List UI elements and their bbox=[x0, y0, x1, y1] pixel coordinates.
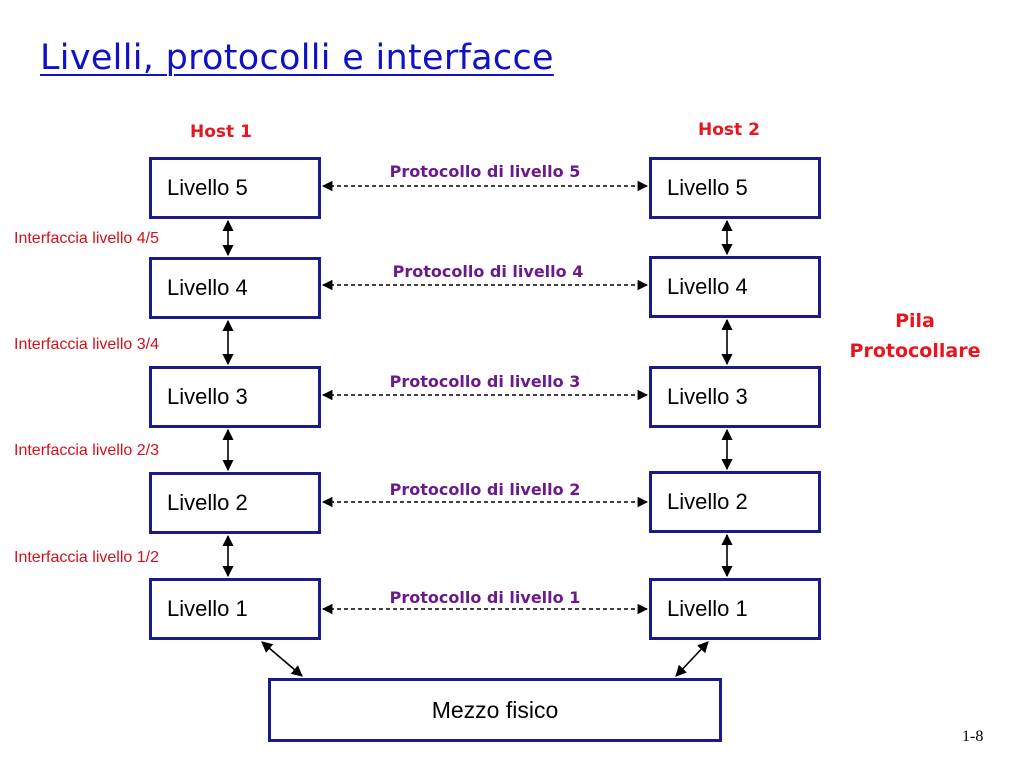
protocol-label-5: Protocollo di livello 5 bbox=[389, 162, 581, 181]
host1-medium-arrow bbox=[261, 641, 303, 677]
protocol-stack-label-line1: Pila bbox=[895, 310, 935, 332]
protocol-label-3: Protocollo di livello 3 bbox=[389, 372, 581, 391]
interface-label-1-2: Interfaccia livello 1/2 bbox=[14, 549, 159, 566]
host1-level-5-box: Livello 5 bbox=[149, 157, 321, 219]
host2-level-1-box: Livello 1 bbox=[649, 578, 821, 640]
interface-label-3-4: Interfaccia livello 3/4 bbox=[14, 336, 159, 353]
host1-level-4-box: Livello 4 bbox=[149, 257, 321, 319]
host2-level-4-box: Livello 4 bbox=[649, 256, 821, 318]
protocol-label-2: Protocollo di livello 2 bbox=[389, 480, 581, 499]
host2-level-3-box: Livello 3 bbox=[649, 366, 821, 428]
host1-level-1-box: Livello 1 bbox=[149, 578, 321, 640]
host1-level-3-box: Livello 3 bbox=[149, 366, 321, 428]
host2-level-5-box: Livello 5 bbox=[649, 157, 821, 219]
interface-label-4-5: Interfaccia livello 4/5 bbox=[14, 230, 159, 247]
host-1-label: Host 1 bbox=[190, 122, 252, 142]
slide-title: Livelli, protocolli e interfacce bbox=[40, 38, 554, 78]
host-2-label: Host 2 bbox=[698, 120, 760, 140]
physical-medium-box: Mezzo fisico bbox=[268, 678, 722, 742]
protocol-stack-label: Pila Protocollare bbox=[836, 306, 994, 366]
protocol-label-1: Protocollo di livello 1 bbox=[389, 588, 581, 607]
protocol-stack-label-line2: Protocollare bbox=[849, 340, 981, 362]
protocol-label-4: Protocollo di livello 4 bbox=[392, 262, 584, 281]
host2-medium-arrow bbox=[675, 641, 709, 677]
page-number: 1-8 bbox=[962, 728, 984, 745]
host2-level-2-box: Livello 2 bbox=[649, 471, 821, 533]
interface-label-2-3: Interfaccia livello 2/3 bbox=[14, 442, 159, 459]
host1-level-2-box: Livello 2 bbox=[149, 472, 321, 534]
